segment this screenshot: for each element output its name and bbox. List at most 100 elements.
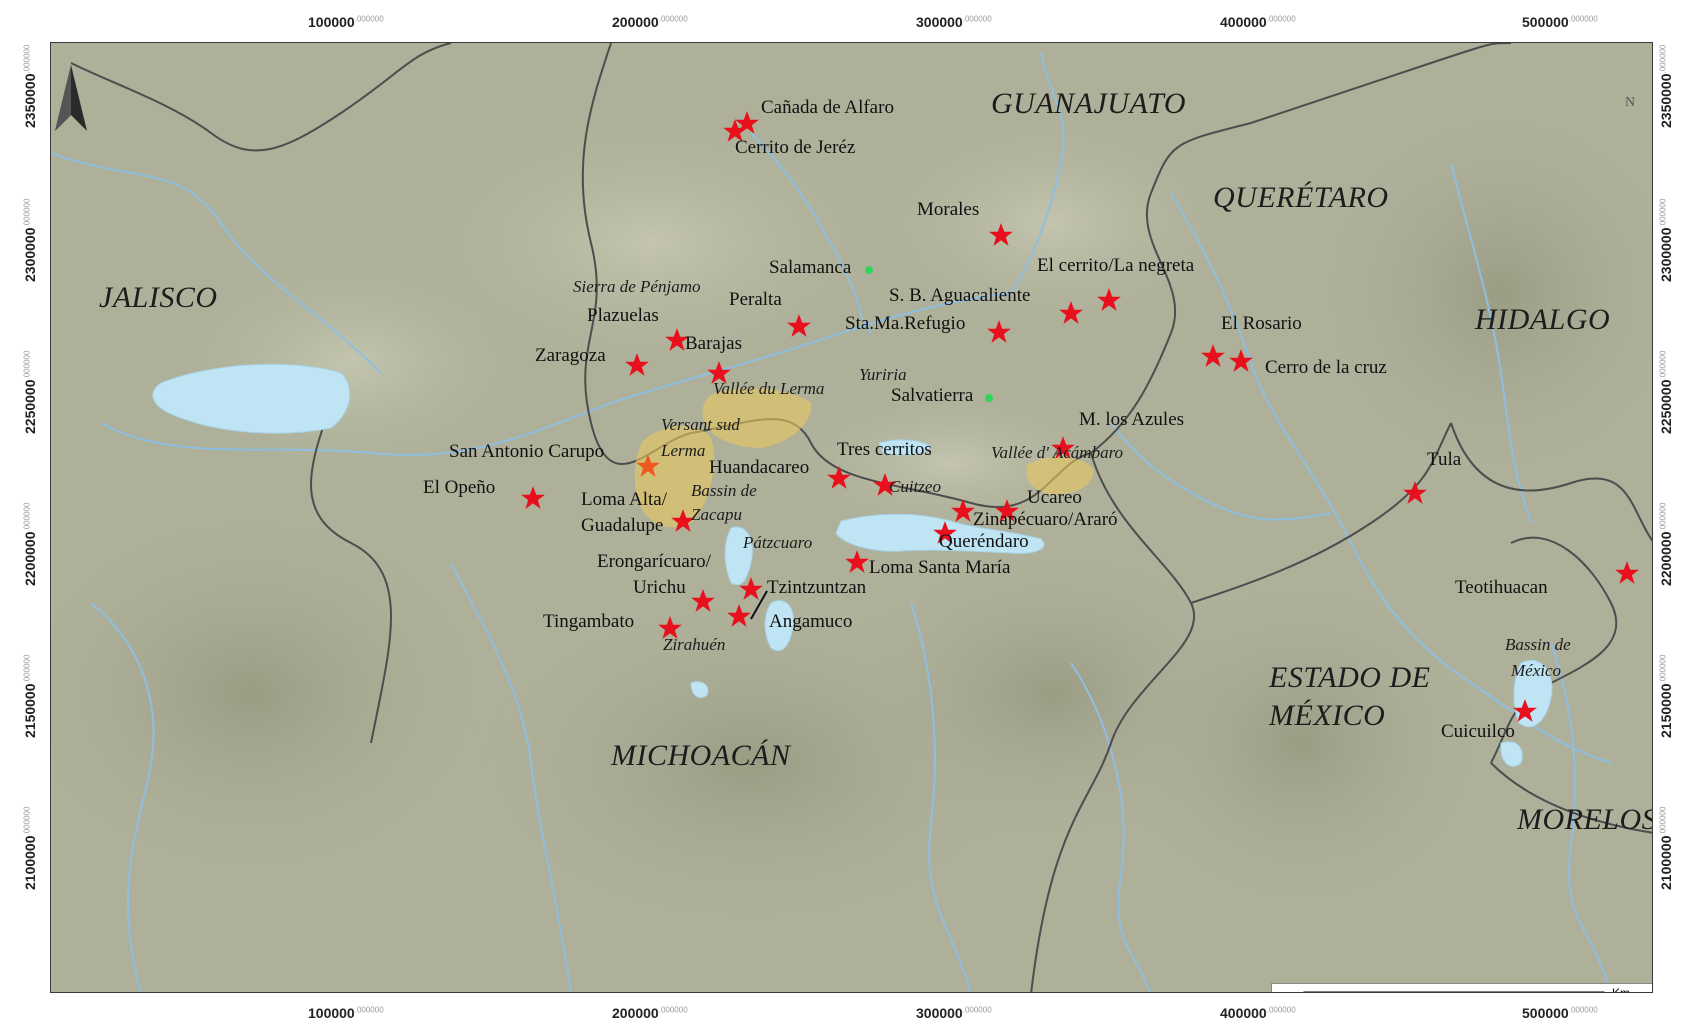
site-label: Angamuco: [769, 611, 853, 632]
region-label: México: [1511, 661, 1562, 680]
x-tick-top: 200000.000000: [612, 14, 688, 30]
patzcuaro-leader-line: [750, 590, 768, 620]
site-label: Urichu: [633, 577, 686, 598]
site-label: Cañada de Alfaro: [761, 97, 894, 118]
y-tick-left: 2250000.000000: [22, 350, 38, 434]
x-tick-top: 300000.000000: [916, 14, 992, 30]
site-marker[interactable]: [1096, 287, 1122, 313]
city-dot-salamanca[interactable]: [865, 266, 873, 274]
region-label: Sierra de Pénjamo: [573, 277, 701, 296]
y-tick-right: 2200000.000000: [1658, 502, 1674, 586]
x-tick-top: 400000.000000: [1220, 14, 1296, 30]
y-tick-right: 2300000.000000: [1658, 198, 1674, 282]
site-label: Erongarícuaro/: [597, 551, 711, 572]
site-marker[interactable]: [738, 576, 764, 602]
site-label: Salvatierra: [891, 385, 974, 406]
site-marker[interactable]: [932, 520, 958, 546]
scale-unit: Km: [1612, 986, 1630, 993]
site-label: Tula: [1427, 449, 1462, 470]
site-label: Cerro de la cruz: [1265, 357, 1387, 378]
state-label: JALISCO: [99, 281, 218, 314]
region-label: Bassin de: [691, 481, 757, 500]
site-marker[interactable]: [635, 453, 661, 479]
region-label: Yuriria: [859, 365, 907, 384]
site-label: Guadalupe: [581, 515, 664, 536]
y-tick-left: 2200000.000000: [22, 502, 38, 586]
city-dot-salvatierra[interactable]: [985, 394, 993, 402]
site-marker[interactable]: [722, 118, 748, 144]
site-label: Barajas: [685, 333, 742, 354]
site-marker[interactable]: [1614, 560, 1640, 586]
state-label: MORELOS: [1517, 803, 1653, 836]
region-label: Vallée d' Acámbaro: [991, 443, 1124, 462]
site-label: San Antonio Carupo: [449, 441, 605, 462]
region-label: Lerma: [661, 441, 706, 460]
site-marker[interactable]: [994, 498, 1020, 524]
scale-bar: Km 0 25 50 75 100: [1271, 983, 1652, 993]
site-marker[interactable]: [950, 498, 976, 524]
site-marker[interactable]: [786, 313, 812, 339]
site-marker[interactable]: [988, 222, 1014, 248]
site-label: Tres cerritos: [837, 439, 932, 460]
region-label: Versant sud: [661, 415, 740, 434]
rivers: [51, 52, 1612, 992]
lake-chapala: [152, 363, 351, 434]
site-label: Sta.Ma.Refugio: [845, 313, 966, 334]
site-marker[interactable]: [706, 360, 732, 386]
y-tick-left: 2300000.000000: [22, 198, 38, 282]
site-marker[interactable]: [520, 485, 546, 511]
site-marker[interactable]: [726, 603, 752, 629]
site-marker[interactable]: [986, 319, 1012, 345]
site-marker[interactable]: [690, 588, 716, 614]
site-label: Tzintzuntzan: [767, 577, 867, 598]
site-marker[interactable]: [664, 327, 690, 353]
y-tick-right: 2150000.000000: [1658, 654, 1674, 738]
site-label: El Rosario: [1221, 313, 1302, 334]
site-marker[interactable]: [1058, 300, 1084, 326]
site-marker[interactable]: [1228, 348, 1254, 374]
region-label: Zirahuén: [663, 635, 726, 654]
y-tick-left: 2150000.000000: [22, 654, 38, 738]
site-marker[interactable]: [624, 352, 650, 378]
lake-zirahuen: [690, 681, 709, 699]
site-marker[interactable]: [826, 465, 852, 491]
site-marker[interactable]: [872, 472, 898, 498]
site-label: El cerrito/La negreta: [1037, 255, 1195, 276]
site-marker[interactable]: [1402, 480, 1428, 506]
site-label: M. los Azules: [1079, 409, 1185, 430]
region-label: Bassin de: [1505, 635, 1571, 654]
map-panel[interactable]: GUANAJUATO QUERÉTARO JALISCO HIDALGO EST…: [50, 42, 1653, 993]
north-arrow-label: N: [1625, 95, 1636, 110]
site-marker[interactable]: [1512, 698, 1538, 724]
x-tick-bottom: 100000.000000: [308, 1005, 384, 1021]
site-marker[interactable]: [670, 508, 696, 534]
x-tick-bottom: 500000.000000: [1522, 1005, 1598, 1021]
site-marker[interactable]: [844, 549, 870, 575]
state-label: ESTADO DE: [1269, 661, 1431, 694]
site-marker[interactable]: [1200, 343, 1226, 369]
region-label: Vallée du Lerma: [713, 379, 825, 398]
north-arrow-icon: [55, 65, 87, 131]
x-tick-bottom: 400000.000000: [1220, 1005, 1296, 1021]
region-label: Pátzcuaro: [743, 533, 813, 552]
site-marker[interactable]: [734, 110, 760, 136]
lake-yuriria: [878, 439, 932, 456]
site-label: Tingambato: [543, 611, 635, 632]
lake-zacapu: [724, 526, 753, 586]
site-label: Plazuelas: [587, 305, 659, 326]
y-tick-right: 2100000.000000: [1658, 806, 1674, 890]
site-label: Cuicuilco: [1441, 721, 1515, 742]
site-label: Huandacareo: [709, 457, 810, 478]
zone-versant-sud-lerma: [634, 426, 715, 528]
zone-vallee-du-lerma: [702, 388, 812, 448]
site-marker[interactable]: [1050, 435, 1076, 461]
site-marker[interactable]: [657, 615, 683, 641]
state-label: MICHOACÁN: [611, 739, 791, 772]
y-tick-left: 2350000.000000: [22, 44, 38, 128]
site-label: Loma Alta/: [581, 489, 668, 510]
terrain-layer: [51, 43, 1652, 992]
site-label: Teotihuacan: [1455, 577, 1548, 598]
region-label: Cuitzeo: [889, 477, 941, 496]
region-label: Zacapu: [691, 505, 742, 524]
